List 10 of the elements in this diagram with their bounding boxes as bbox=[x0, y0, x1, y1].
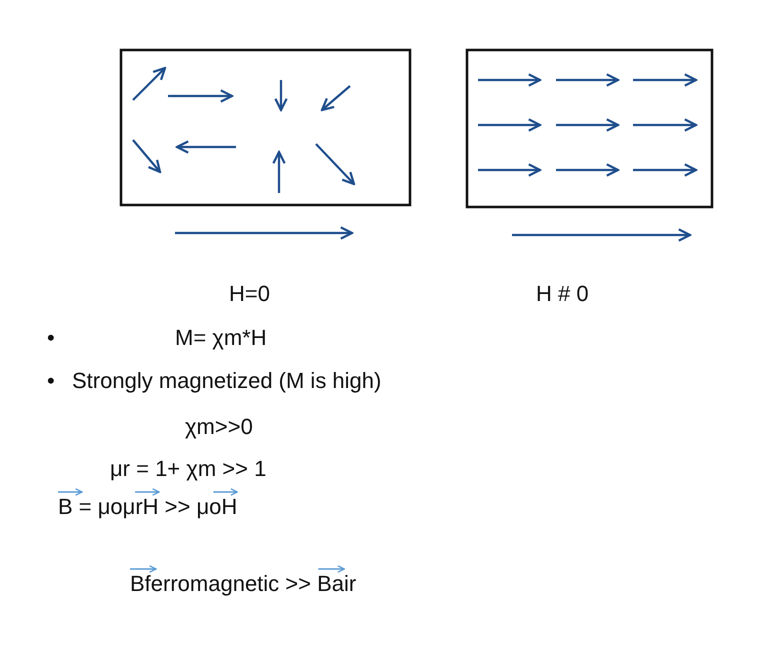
field-label: H # 0 bbox=[536, 281, 589, 306]
bullet: • bbox=[47, 325, 55, 350]
bullet: • bbox=[47, 368, 55, 394]
equation: χm>>0 bbox=[185, 414, 253, 440]
equation: M= χm*H bbox=[175, 325, 267, 350]
bullet-text: Strongly magnetized (M is high) bbox=[72, 368, 382, 394]
equation: Bferromagnetic >> Bair bbox=[130, 571, 356, 596]
field-label: H=0 bbox=[229, 281, 270, 306]
equation: B = μoμrH >> μoH bbox=[58, 494, 238, 520]
equation: μr = 1+ χm >> 1 bbox=[110, 456, 266, 482]
